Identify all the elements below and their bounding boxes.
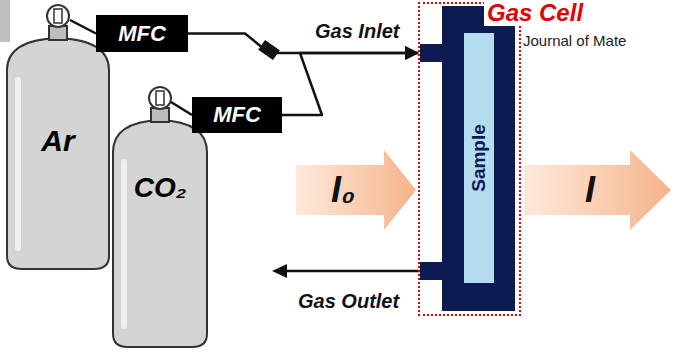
gas-inlet-label: Gas Inlet xyxy=(315,20,399,43)
gas-line xyxy=(171,102,192,115)
mfc-label: MFC xyxy=(213,102,261,128)
inlet-port xyxy=(420,44,444,62)
transmitted-beam xyxy=(524,150,671,230)
gas-name: Ar xyxy=(41,124,74,158)
cell-body xyxy=(442,6,515,311)
intensity-label: I₀ xyxy=(331,169,355,210)
tee-fitting xyxy=(258,40,280,60)
outlet-line xyxy=(284,270,420,273)
corner-band xyxy=(0,0,10,42)
intensity-label: I xyxy=(585,169,595,210)
mfc-label: MFC xyxy=(118,21,166,47)
gas-line xyxy=(70,20,96,34)
sample-slab: Sample xyxy=(464,33,494,283)
gas-line xyxy=(282,53,418,115)
outlet-port xyxy=(420,262,444,280)
gas-outlet-label: Gas Outlet xyxy=(298,290,399,313)
incident-beam xyxy=(296,150,416,230)
mass-flow-controller: MFC xyxy=(192,97,282,133)
outlet-arrowhead xyxy=(272,264,287,278)
watermark: Journal of Mate xyxy=(523,32,626,49)
mass-flow-controller: MFC xyxy=(96,15,188,52)
gas-name: CO₂ xyxy=(134,172,187,204)
cell-heading: Gas Cell xyxy=(484,0,586,26)
sample-label: Sample xyxy=(468,124,490,192)
gas-cell: Gas CellSample xyxy=(418,2,521,316)
